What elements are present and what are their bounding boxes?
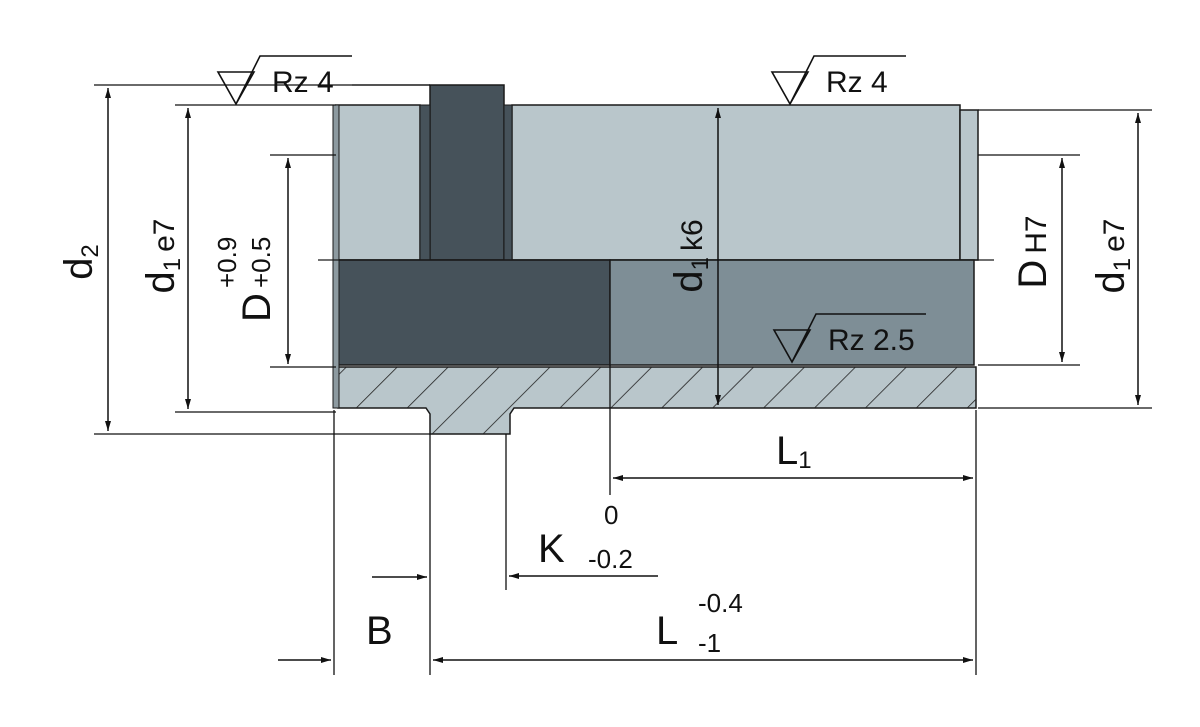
d1-main: d [139,271,183,293]
B-label: B [366,609,393,653]
d1-e7-right-fit: e7 [1098,219,1131,252]
svg-text:d2: d2 [57,244,104,280]
d1-sub: 1 [159,258,186,271]
dimension-lines [105,88,1141,663]
rz-outer-right-label: Rz 4 [826,66,888,99]
surface-finish-bore: Rz 2.5 [772,313,926,364]
inner-dark-section [335,259,611,366]
L1-main: L [776,429,798,473]
D-left-lower-tol: +0.5 [246,237,276,288]
flange-collar [429,84,505,261]
L-upper-tol: -0.4 [698,588,743,618]
d1-e7-right-main: d [1089,271,1133,293]
D-left-main: D [235,293,279,322]
L1-sub: 1 [798,447,811,474]
flange-shoulder-right [503,104,513,261]
extension-lines [94,84,1152,675]
surface-finish-triangle-icon [772,313,926,364]
svg-text:d1k6: d1 k6 [667,219,714,292]
d1-k6-fit: k6 [676,219,709,251]
surface-finish-outer-right: Rz 4 [770,55,906,106]
d1-e7-right-sub: 1 [1109,258,1136,271]
d2-sub: 2 [77,244,104,257]
svg-text:DH7: D H7 [1011,215,1055,288]
d2-label: d2 [57,244,104,280]
flange-shoulder-left [419,104,431,261]
D-left-label: D +0.9 +0.5 [212,237,279,322]
L-main-label: L [656,609,678,653]
bore-section [609,259,975,366]
D-H7-label: D H7 [1011,215,1055,288]
D-H7-main: D [1011,260,1055,289]
right-end-step [959,109,979,261]
upper-light-body-left [335,104,421,261]
K-main-label: K [538,527,565,571]
d2-main: d [57,258,101,280]
rz-outer-left-label: Rz 4 [272,66,334,99]
K-upper-tol: 0 [604,500,618,530]
D-H7-fit: H7 [1020,215,1053,253]
d1-e7-left-label: d1 e7 [139,219,186,294]
d1-fit: e7 [148,219,181,252]
surface-finish-outer-left: Rz 4 [216,55,430,106]
L1-label: L1 [776,429,812,474]
D-left-upper-tol: +0.9 [212,237,242,288]
svg-text:d1e7: d1 e7 [139,219,186,294]
svg-text:d1e7: d1 e7 [1089,219,1136,294]
surface-finish-triangle-icon [770,55,906,106]
d1-e7-right-label: d1 e7 [1089,219,1136,294]
d1-k6-main: d [667,270,711,292]
left-edge [332,104,340,409]
surface-finish-triangle-icon [216,55,352,106]
d1-k6-sub: 1 [687,257,714,270]
hatched-wall-pattern [338,367,976,434]
upper-light-body-right [511,104,961,261]
K-lower-tol: -0.2 [588,544,633,574]
bushing-part [318,84,994,435]
d1-k6-label: d1 k6 [667,219,714,292]
L-lower-tol: -1 [698,628,721,658]
rz-bore-label: Rz 2.5 [828,324,915,357]
